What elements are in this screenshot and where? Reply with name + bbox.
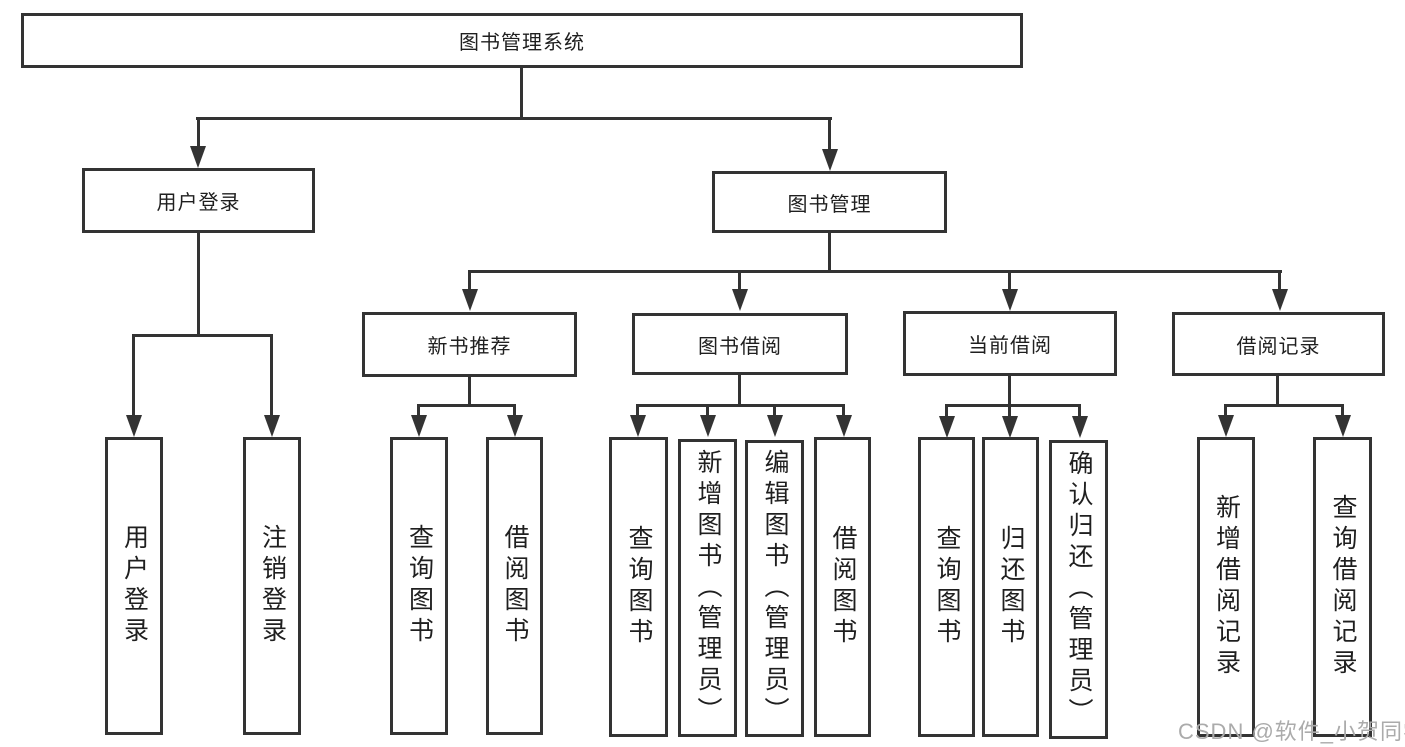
leaf-query-borrow-record: 查询借阅记录 xyxy=(1313,437,1372,737)
connector-current-borrow-drop-1 xyxy=(945,404,948,418)
arrow-to-book-borrow xyxy=(732,289,748,311)
leaf-borrow-books-2: 借阅图书 xyxy=(814,437,871,737)
arrow-to-leaf-query-books-1 xyxy=(411,415,427,437)
leaf-edit-book-admin: 编辑图书（管理员） xyxy=(745,440,804,737)
leaf-return-book: 归还图书 xyxy=(982,437,1039,737)
connector-book-borrow-stem xyxy=(738,375,741,407)
arrow-to-leaf-query-borrow-record xyxy=(1335,415,1351,437)
leaf-user-login: 用户登录 xyxy=(105,437,163,735)
connector-book-mgmt-rail xyxy=(468,270,1282,273)
connector-book-borrow-drop-4 xyxy=(842,404,845,417)
connector-user-login-drop-1 xyxy=(132,334,135,417)
connector-current-borrow-drop-2 xyxy=(1008,404,1011,418)
arrow-to-borrow-record xyxy=(1272,289,1288,311)
connector-book-borrow-drop-1 xyxy=(636,404,639,417)
csdn-watermark: CSDN @软件_小贺同学 xyxy=(1178,719,1405,744)
leaf-query-books-2: 查询图书 xyxy=(609,437,668,737)
connector-current-borrow-stem xyxy=(1008,376,1011,407)
arrow-to-leaf-logout xyxy=(264,415,280,437)
connector-book-borrow-drop-3 xyxy=(773,404,776,417)
arrow-to-leaf-add-book xyxy=(700,415,716,437)
node-book-mgmt: 图书管理 xyxy=(712,171,947,233)
connector-new-book-rec-drop-2 xyxy=(513,404,516,417)
leaf-add-book-admin: 新增图书（管理员） xyxy=(678,439,737,737)
connector-user-login-rail xyxy=(132,334,273,337)
connector-current-borrow-drop-3 xyxy=(1078,404,1081,418)
arrow-to-book-mgmt xyxy=(822,149,838,171)
arrow-to-leaf-edit-book xyxy=(767,415,783,437)
arrow-to-leaf-add-borrow-record xyxy=(1218,415,1234,437)
leaf-confirm-return-admin: 确认归还（管理员） xyxy=(1049,440,1108,739)
leaf-borrow-books-1: 借阅图书 xyxy=(486,437,543,735)
connector-borrow-record-drop-1 xyxy=(1224,404,1227,417)
leaf-logout: 注销登录 xyxy=(243,437,301,735)
connector-root-rail xyxy=(196,117,832,120)
arrow-to-leaf-borrow-books-2 xyxy=(836,415,852,437)
connector-current-borrow-rail xyxy=(945,404,1081,407)
connector-book-mgmt-drop-4 xyxy=(1278,270,1281,291)
arrow-to-new-book-rec xyxy=(462,289,478,311)
connector-root-drop-left xyxy=(197,117,200,149)
arrow-to-leaf-query-books-3 xyxy=(939,416,955,438)
connector-borrow-record-stem xyxy=(1276,376,1279,407)
node-borrow-record: 借阅记录 xyxy=(1172,312,1385,376)
connector-book-borrow-rail xyxy=(636,404,845,407)
connector-root-stem xyxy=(520,68,523,120)
connector-book-mgmt-drop-2 xyxy=(738,270,741,291)
connector-book-mgmt-stem xyxy=(828,233,831,273)
connector-borrow-record-drop-2 xyxy=(1341,404,1344,417)
node-new-book-rec: 新书推荐 xyxy=(362,312,577,377)
connector-user-login-stem xyxy=(197,233,200,337)
connector-book-mgmt-drop-3 xyxy=(1008,270,1011,291)
node-book-borrow: 图书借阅 xyxy=(632,313,848,375)
node-current-borrow: 当前借阅 xyxy=(903,311,1117,376)
connector-book-borrow-drop-2 xyxy=(706,404,709,417)
connector-book-mgmt-drop-1 xyxy=(468,270,471,291)
arrow-to-user-login xyxy=(190,146,206,168)
connector-new-book-rec-drop-1 xyxy=(417,404,420,417)
connector-new-book-rec-rail xyxy=(417,404,516,407)
arrow-to-leaf-borrow-books-1 xyxy=(507,415,523,437)
arrow-to-current-borrow xyxy=(1002,289,1018,311)
connector-root-drop-right xyxy=(828,117,831,151)
arrow-to-leaf-query-books-2 xyxy=(630,415,646,437)
connector-user-login-drop-2 xyxy=(270,334,273,417)
arrow-to-leaf-user-login xyxy=(126,415,142,437)
node-root: 图书管理系统 xyxy=(21,13,1023,68)
node-user-login: 用户登录 xyxy=(82,168,315,233)
leaf-query-books-3: 查询图书 xyxy=(918,437,975,737)
connector-borrow-record-rail xyxy=(1224,404,1344,407)
arrow-to-leaf-confirm-return xyxy=(1072,416,1088,438)
leaf-add-borrow-record: 新增借阅记录 xyxy=(1197,437,1255,737)
arrow-to-leaf-return-book xyxy=(1002,416,1018,438)
connector-new-book-rec-stem xyxy=(468,377,471,407)
leaf-query-books-1: 查询图书 xyxy=(390,437,448,735)
